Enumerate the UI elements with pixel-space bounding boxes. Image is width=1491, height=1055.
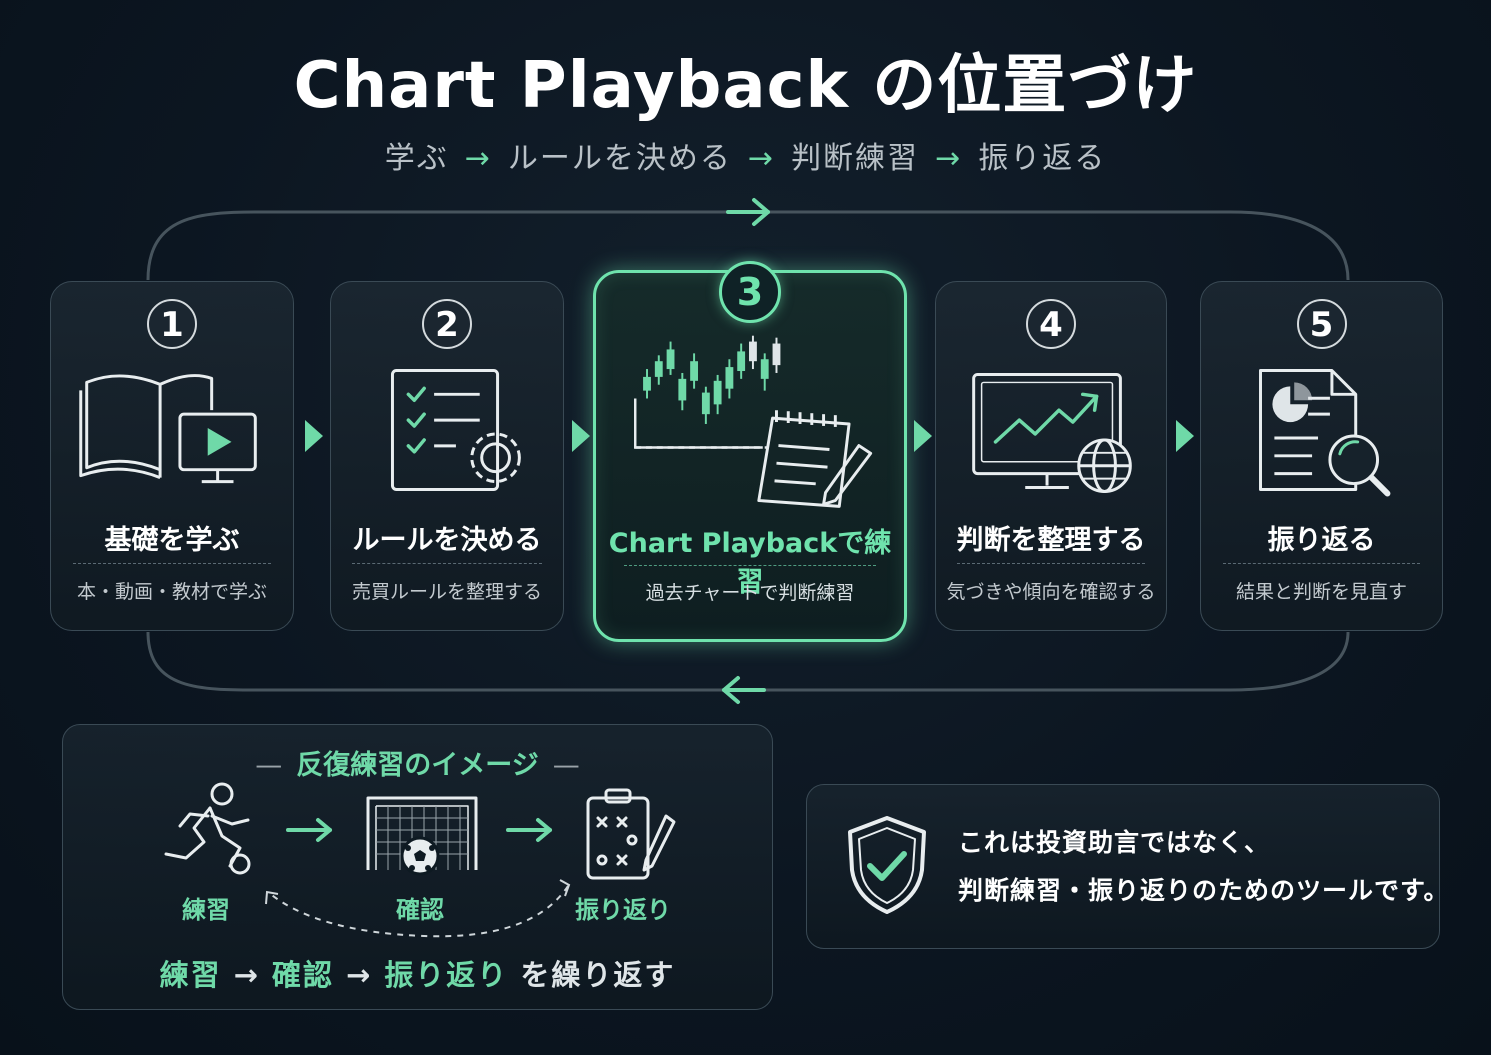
page-title: Chart Playback の位置づけ (293, 49, 1198, 123)
step-number-badge: 4 (1026, 299, 1076, 349)
check-label: 確認 (396, 896, 444, 924)
title-dash: — (255, 750, 283, 781)
cycle-loop (146, 198, 1350, 704)
candle-body (772, 343, 781, 366)
divider (1222, 563, 1421, 564)
subtitle-flow: 学ぶ → ルールを決める → 判断練習 → 振り返る (0, 133, 1491, 177)
book-video-icon (79, 374, 257, 484)
disclaimer-line-2: 判断練習・振り返りのためのツールです。 (958, 876, 1450, 905)
subtitle-step-review: 振り返る (978, 141, 1107, 176)
step-number-badge: 3 (719, 261, 781, 323)
step-description: 気づきや傾向を確認する (946, 581, 1156, 603)
divider (623, 565, 877, 566)
flow-arrow-icon (305, 420, 323, 452)
runner-kicking-ball-icon (164, 782, 251, 875)
soccer-ball-icon (405, 845, 435, 871)
flow-practice: 練習 (159, 958, 222, 992)
candlestick-notepad-icon (634, 335, 873, 508)
step-title: 判断を整理する (956, 525, 1146, 556)
practice-title-text: 反復練習のイメージ (296, 750, 539, 781)
candle-body (701, 392, 710, 415)
step-card-1: 1 基礎を学ぶ 本・動画・教材で学ぶ (50, 281, 294, 631)
step-number-badge: 5 (1296, 299, 1347, 349)
practice-label: 練習 (182, 896, 230, 924)
step-title: ルールを決める (352, 525, 542, 556)
flow-arrow: → (345, 958, 373, 992)
flow-tail: を繰り返す (520, 958, 676, 992)
candle-body (737, 351, 746, 372)
candle-body (725, 367, 734, 389)
report-magnifier-icon (1259, 369, 1391, 497)
divider (956, 563, 1146, 564)
step-title: Chart Playbackで練習 (608, 528, 892, 598)
review-label: 振り返り (575, 896, 671, 924)
practice-cycle-graphic (164, 782, 676, 938)
subtitle-arrow: → (935, 141, 963, 176)
candle-body (666, 349, 675, 370)
subtitle-step-learn: 学ぶ (384, 141, 449, 176)
step-card-4: 4 判断を整理する 気づきや傾向を確認する (935, 281, 1167, 631)
soccer-goal-icon (366, 796, 478, 876)
flow-arrow-icon (572, 420, 590, 452)
step-number-badge: 2 (422, 299, 472, 349)
loop-arrow-top-icon (726, 198, 770, 226)
step-description: 結果と判断を見直す (1235, 581, 1407, 603)
step-description: 売買ルールを整理する (351, 581, 542, 603)
candle-body (690, 361, 699, 381)
candle-body (713, 380, 722, 405)
step-description: 過去チャートで判断練習 (645, 582, 855, 604)
practice-flow-text: 練習 → 確認 → 振り返り を繰り返す (62, 952, 773, 994)
divider (351, 563, 543, 564)
title-dash: — (552, 750, 580, 781)
disclaimer-line-1: これは投資助言ではなく、 (958, 828, 1271, 857)
checklist-gear-icon (390, 369, 521, 491)
step-card-3-highlight: 3 Chart Playbackで練習 過去チャートで判断練習 (593, 261, 907, 642)
flow-arrow-icon (1176, 420, 1194, 452)
subtitle-arrow: → (464, 141, 492, 176)
subtitle-arrow: → (747, 141, 776, 176)
step-title: 基礎を学ぶ (104, 525, 240, 556)
shield-check-icon (848, 816, 926, 914)
flow-arrow: → (233, 958, 260, 992)
disclaimer-panel (806, 784, 1440, 949)
candle-body (643, 376, 651, 391)
loop-arrow-bottom-icon (722, 676, 766, 704)
candle-body (678, 378, 687, 401)
flow-check: 確認 (271, 958, 334, 992)
flow-review: 振り返り (384, 958, 509, 992)
candle-body (760, 359, 769, 379)
clipboard-tactics-icon (586, 788, 676, 880)
subtitle-step-rules: ルールを決める (507, 141, 732, 176)
monitor-trend-globe-icon (972, 373, 1132, 493)
step-card-2: 2 ルールを決める 売買ルールを整理する (330, 281, 564, 631)
step-number-badge: 1 (147, 299, 197, 349)
candle-body (654, 361, 663, 377)
candlestick-group (643, 335, 781, 424)
practice-panel-title: — 反復練習のイメージ — (62, 743, 773, 782)
divider (72, 563, 272, 564)
subtitle-step-practice: 判断練習 (791, 141, 920, 176)
step-card-5: 5 振り返る 結果と判断を見直す (1200, 281, 1443, 631)
step-description: 本・動画・教材で学ぶ (76, 581, 267, 603)
flow-arrow-icon (914, 420, 932, 452)
step-title: 振り返る (1267, 525, 1376, 556)
candle-body (749, 341, 757, 362)
